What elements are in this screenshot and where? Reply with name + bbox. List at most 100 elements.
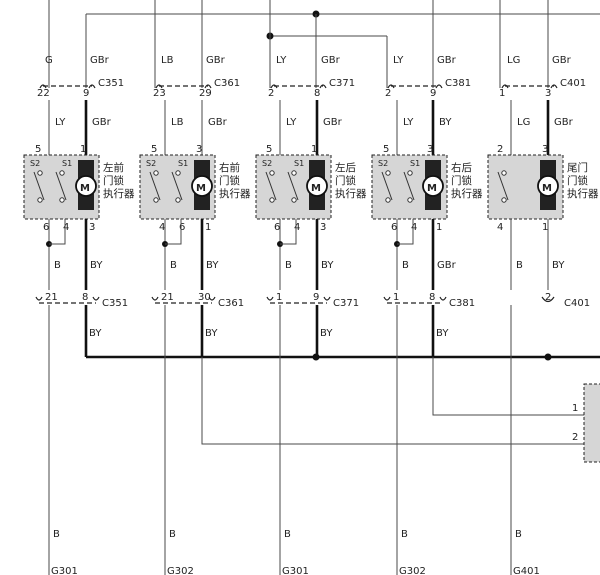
top-connector-pin: 22 — [37, 88, 50, 99]
motor-label: M — [542, 183, 552, 194]
bottom-connector-arc — [323, 296, 331, 301]
bottom-connector-arc — [266, 296, 274, 301]
ground-name: G401 — [513, 566, 540, 575]
switch-contact — [175, 170, 181, 176]
switch-contact — [175, 197, 181, 203]
motor-symbol — [422, 175, 444, 197]
switch-blade — [33, 171, 45, 201]
switch-tie-wire — [165, 219, 182, 245]
ground-wire-label: B — [515, 529, 522, 540]
wire-label-mid: LB — [171, 117, 184, 128]
switch-contact — [37, 170, 43, 176]
wire-label-mid: GBr — [92, 117, 112, 128]
switch-label-s1: S1 — [178, 159, 188, 168]
switch-contact — [153, 170, 159, 176]
actuator-pin-top: 3 — [542, 144, 548, 155]
actuator-name: 执行器 — [219, 187, 251, 200]
switch-label-s1: S1 — [62, 159, 72, 168]
actuator-pin-top: 3 — [196, 144, 202, 155]
switch-label-s1: S1 — [294, 159, 304, 168]
switch-tie-wire — [397, 219, 414, 245]
bottom-connector-pin: 1 — [393, 292, 399, 303]
bottom-connector-name: C371 — [333, 298, 359, 309]
switch-contact — [291, 197, 297, 203]
bottom-connector-arc — [383, 296, 391, 301]
actuator-pin-bottom: 4 — [63, 222, 69, 233]
module-pin: 1 — [572, 403, 578, 414]
bottom-connector-name: C351 — [102, 298, 128, 309]
wire-label-mid: GBr — [323, 117, 343, 128]
actuator-pin-bottom: 1 — [436, 222, 442, 233]
actuator-name: 门锁 — [219, 174, 240, 187]
actuator-pin-top: 5 — [383, 144, 389, 155]
top-connector-name: C401 — [560, 78, 586, 89]
wire-label-top: GBr — [437, 55, 457, 66]
ground-wire-label: B — [284, 529, 291, 540]
wire-label-below: BY — [436, 328, 449, 339]
top-connector-arc — [550, 84, 558, 89]
bottom-connector-arc — [439, 296, 447, 301]
switch-contact — [153, 197, 159, 203]
top-connector-pin: 1 — [499, 88, 505, 99]
bottom-connector-arc — [541, 296, 555, 303]
wire-label-top: LY — [393, 55, 404, 66]
top-connector-arc — [319, 84, 327, 89]
bottom-connector-name: C361 — [218, 298, 244, 309]
switch-contact — [407, 197, 413, 203]
motor-symbol — [75, 175, 97, 197]
top-connector-pin: 29 — [199, 88, 212, 99]
wire-label-mid: GBr — [554, 117, 574, 128]
bottom-connector-name: C401 — [564, 298, 590, 309]
wire-label-mid: GBr — [208, 117, 228, 128]
actuator-name: 门锁 — [567, 174, 588, 187]
bottom-connector-arc — [208, 296, 216, 301]
wire-label-bottom: B — [516, 260, 523, 271]
bottom-connector-pin: 30 — [198, 292, 211, 303]
actuator-name: 执行器 — [103, 187, 135, 200]
bottom-connector-arc — [92, 296, 100, 301]
actuator-name: 门锁 — [103, 174, 124, 187]
ground-wire-label: B — [53, 529, 60, 540]
switch-blade — [403, 171, 415, 201]
top-connector-name: C351 — [98, 78, 124, 89]
wire-label-bottom: BY — [552, 260, 565, 271]
switch-contact — [501, 197, 507, 203]
wire-label-top: LG — [507, 55, 520, 66]
top-connector-pin: 2 — [268, 88, 274, 99]
top-connector-pin: 9 — [430, 88, 436, 99]
switch-contact — [407, 170, 413, 176]
actuator-name: 左后 — [335, 161, 356, 174]
switch-blade — [171, 171, 183, 201]
top-connector-pin: 23 — [153, 88, 166, 99]
ground-name: G301 — [51, 566, 78, 575]
actuator-pin-top: 1 — [80, 144, 86, 155]
switch-contact — [385, 170, 391, 176]
actuator-pin-bottom: 4 — [497, 222, 503, 233]
switch-contact — [385, 197, 391, 203]
wire-label-top: GBr — [552, 55, 572, 66]
bottom-connector-pin: 2 — [545, 292, 551, 303]
actuator-name: 尾门 — [567, 161, 588, 174]
switch-blade — [149, 171, 161, 201]
wire-label-top: GBr — [90, 55, 110, 66]
gbr-route-to-module — [432, 305, 600, 416]
actuator-name: 右前 — [219, 161, 240, 174]
top-connector-name: C381 — [445, 78, 471, 89]
switch-tie-wire — [49, 219, 66, 245]
top-connector-arc — [387, 84, 395, 89]
motor-label: M — [196, 183, 206, 194]
bottom-connector-arc — [35, 296, 43, 301]
top-connector-arc — [501, 84, 509, 89]
wire-label-bottom: BY — [321, 260, 334, 271]
wire-label-mid: LG — [517, 117, 530, 128]
actuator-name: 执行器 — [335, 187, 367, 200]
by-route-to-module — [201, 305, 600, 445]
switch-contact — [59, 170, 65, 176]
actuator-pin-top: 1 — [311, 144, 317, 155]
actuator-name: 执行器 — [567, 187, 599, 200]
actuator-name: 执行器 — [451, 187, 483, 200]
top-connector-arc — [39, 84, 47, 89]
